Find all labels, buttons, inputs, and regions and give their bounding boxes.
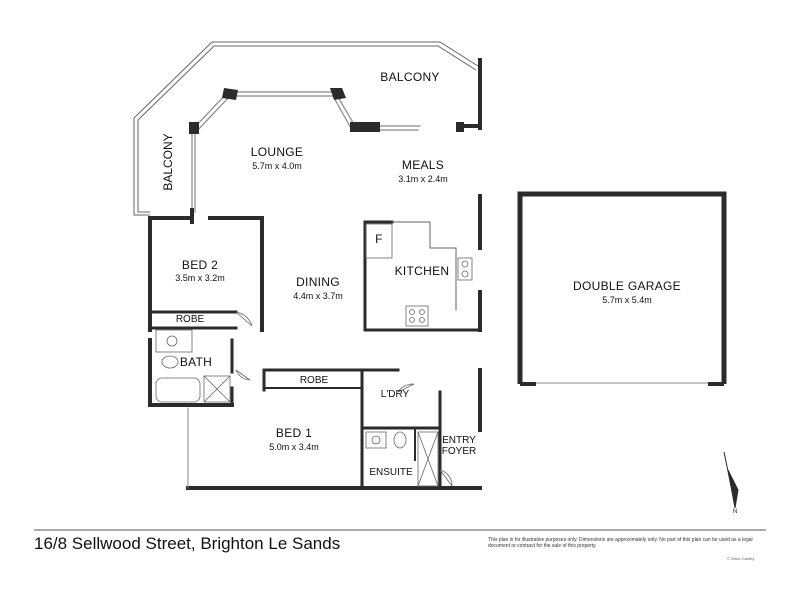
dining-label: DINING	[296, 275, 340, 289]
lounge-label: LOUNGE	[250, 145, 304, 159]
balcony-outline	[133, 41, 479, 216]
garage-label: DOUBLE GARAGE	[573, 279, 681, 293]
bed2-label: BED 2	[181, 258, 219, 272]
ldry-label: L'DRY	[380, 389, 410, 400]
kitchen-label: KITCHEN	[394, 264, 450, 278]
disclaimer-text: This plan is for illustrative purposes o…	[488, 537, 753, 549]
bed2-size: 3.5m x 3.2m	[175, 273, 225, 283]
bed1-label: BED 1	[275, 426, 313, 440]
foyer-label: FOYER	[441, 446, 477, 457]
apartment-walls	[148, 58, 482, 490]
north-label: N	[733, 509, 738, 515]
robe2-label: ROBE	[175, 314, 205, 325]
bath-label: BATH	[179, 355, 213, 369]
bed1-size: 5.0m x 3.4m	[269, 442, 319, 452]
lounge-size: 5.7m x 4.0m	[252, 161, 302, 171]
meals-size: 3.1m x 2.4m	[398, 174, 448, 184]
kitchen-fixtures	[365, 223, 473, 327]
garage-size: 5.7m x 5.4m	[602, 295, 652, 305]
door-swings	[235, 311, 453, 487]
fridge-label: F	[375, 232, 383, 246]
entry-label: ENTRY	[442, 435, 476, 446]
balcony-top-label: BALCONY	[380, 70, 440, 84]
property-address: 16/8 Sellwood Street, Brighton Le Sands	[34, 534, 341, 553]
north-arrow	[723, 451, 739, 509]
copyright-text: © Ward Gallery	[727, 556, 755, 561]
robe1-label: ROBE	[299, 375, 329, 386]
ensuite-label: ENSUITE	[369, 467, 413, 478]
balcony-side-label: BALCONY	[161, 133, 175, 191]
bathroom-fixtures	[155, 329, 439, 487]
meals-label: MEALS	[401, 158, 445, 172]
garage-walls	[517, 191, 727, 386]
dining-size: 4.4m x 3.7m	[293, 291, 343, 301]
